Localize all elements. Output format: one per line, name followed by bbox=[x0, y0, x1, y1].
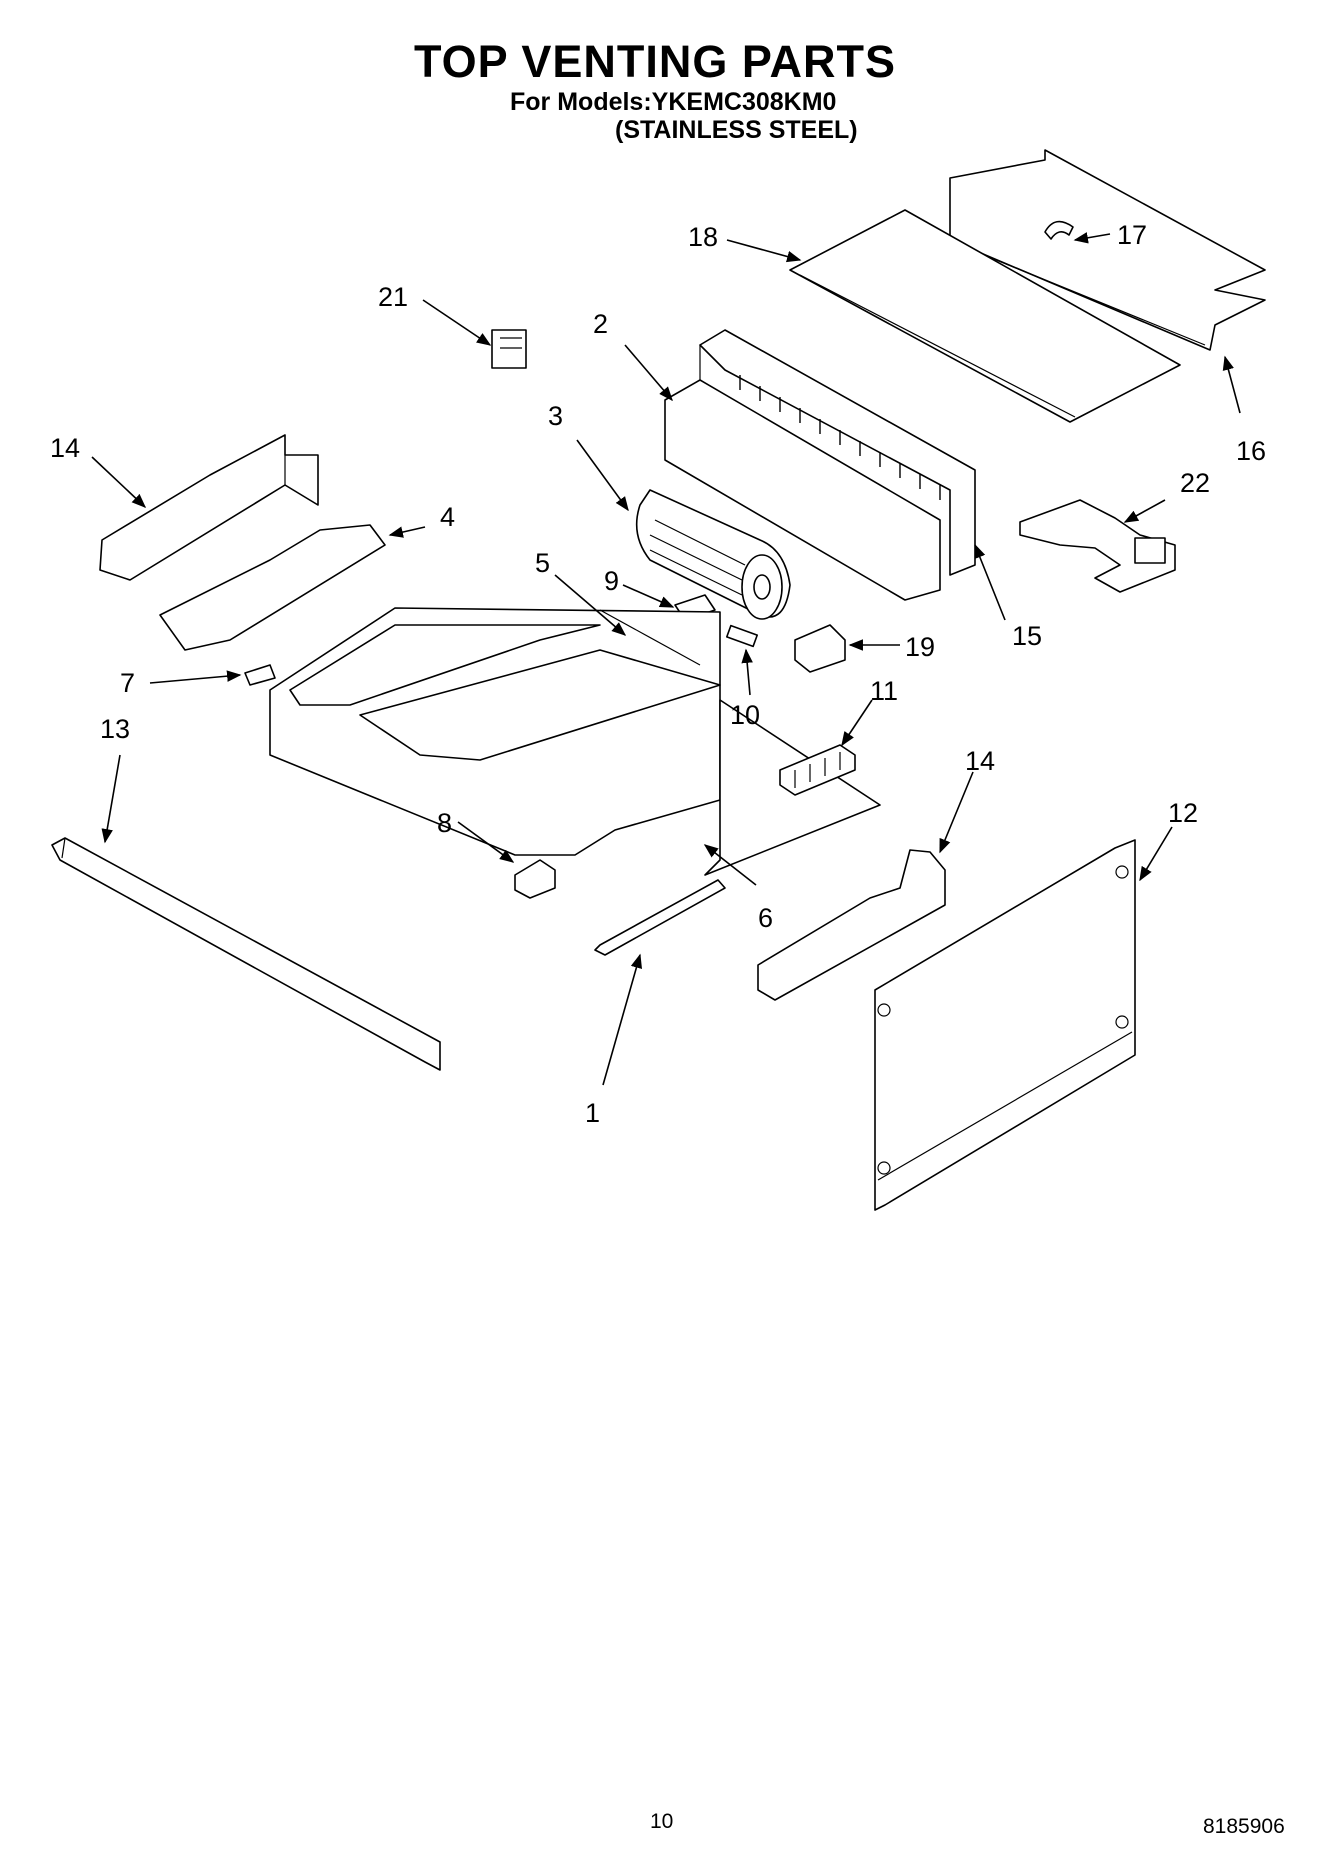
part-15-vent-duct bbox=[664, 329, 976, 601]
part-17-clip bbox=[1044, 220, 1074, 240]
callout-3: 3 bbox=[548, 401, 563, 431]
callout-6: 6 bbox=[758, 903, 773, 933]
callout-13: 13 bbox=[100, 714, 130, 744]
part-8-bracket bbox=[514, 859, 556, 899]
leader-lines bbox=[91, 232, 1241, 1086]
callout-2: 2 bbox=[593, 309, 608, 339]
part-3-blower-fan bbox=[635, 489, 791, 620]
finish-line: (STAINLESS STEEL) bbox=[615, 116, 858, 144]
callout-14-upper: 14 bbox=[50, 433, 80, 463]
document-number: 8185906 bbox=[1203, 1815, 1285, 1838]
part-12-rear-panel bbox=[874, 839, 1136, 1211]
part-13-trim-strip bbox=[51, 837, 441, 1071]
callout-22: 22 bbox=[1180, 468, 1210, 498]
part-22-bracket bbox=[1019, 499, 1176, 593]
part-18-insulation-sheet bbox=[789, 209, 1181, 423]
callout-12: 12 bbox=[1168, 798, 1198, 828]
part-1-front-rail bbox=[594, 879, 726, 956]
callout-9: 9 bbox=[604, 566, 619, 596]
callout-10: 10 bbox=[730, 700, 760, 730]
callout-11: 11 bbox=[870, 676, 898, 706]
callout-21: 21 bbox=[378, 282, 408, 312]
part-14-side-bracket-left bbox=[99, 434, 319, 581]
page-title: TOP VENTING PARTS bbox=[413, 36, 897, 87]
callout-18: 18 bbox=[688, 222, 718, 252]
part-16-top-panel bbox=[949, 149, 1266, 351]
part-6-vent-shelf bbox=[269, 607, 881, 876]
part-11-terminal-strip bbox=[779, 744, 856, 796]
callout-7: 7 bbox=[120, 668, 135, 698]
part-19-relay bbox=[794, 624, 846, 673]
part-14-side-bracket-right bbox=[757, 849, 946, 1001]
callout-14-lower: 14 bbox=[965, 746, 995, 776]
callout-5: 5 bbox=[535, 548, 550, 578]
callout-1: 1 bbox=[585, 1098, 600, 1128]
page-number: 10 bbox=[650, 1810, 674, 1833]
part-7-clip bbox=[244, 664, 276, 686]
callout-19: 19 bbox=[905, 632, 935, 662]
callout-8: 8 bbox=[437, 808, 452, 838]
callout-labels: 18 17 16 21 2 3 14 4 5 9 10 19 11 7 13 8… bbox=[50, 220, 1266, 1128]
part-21-connector bbox=[491, 329, 527, 369]
part-10-fuse bbox=[725, 624, 759, 648]
callout-16: 16 bbox=[1236, 436, 1266, 466]
part-4-plate bbox=[159, 524, 386, 651]
callout-15: 15 bbox=[1012, 621, 1042, 651]
callout-4: 4 bbox=[440, 502, 455, 532]
models-line: For Models:YKEMC308KM0 bbox=[510, 88, 837, 116]
callout-17: 17 bbox=[1117, 220, 1147, 250]
